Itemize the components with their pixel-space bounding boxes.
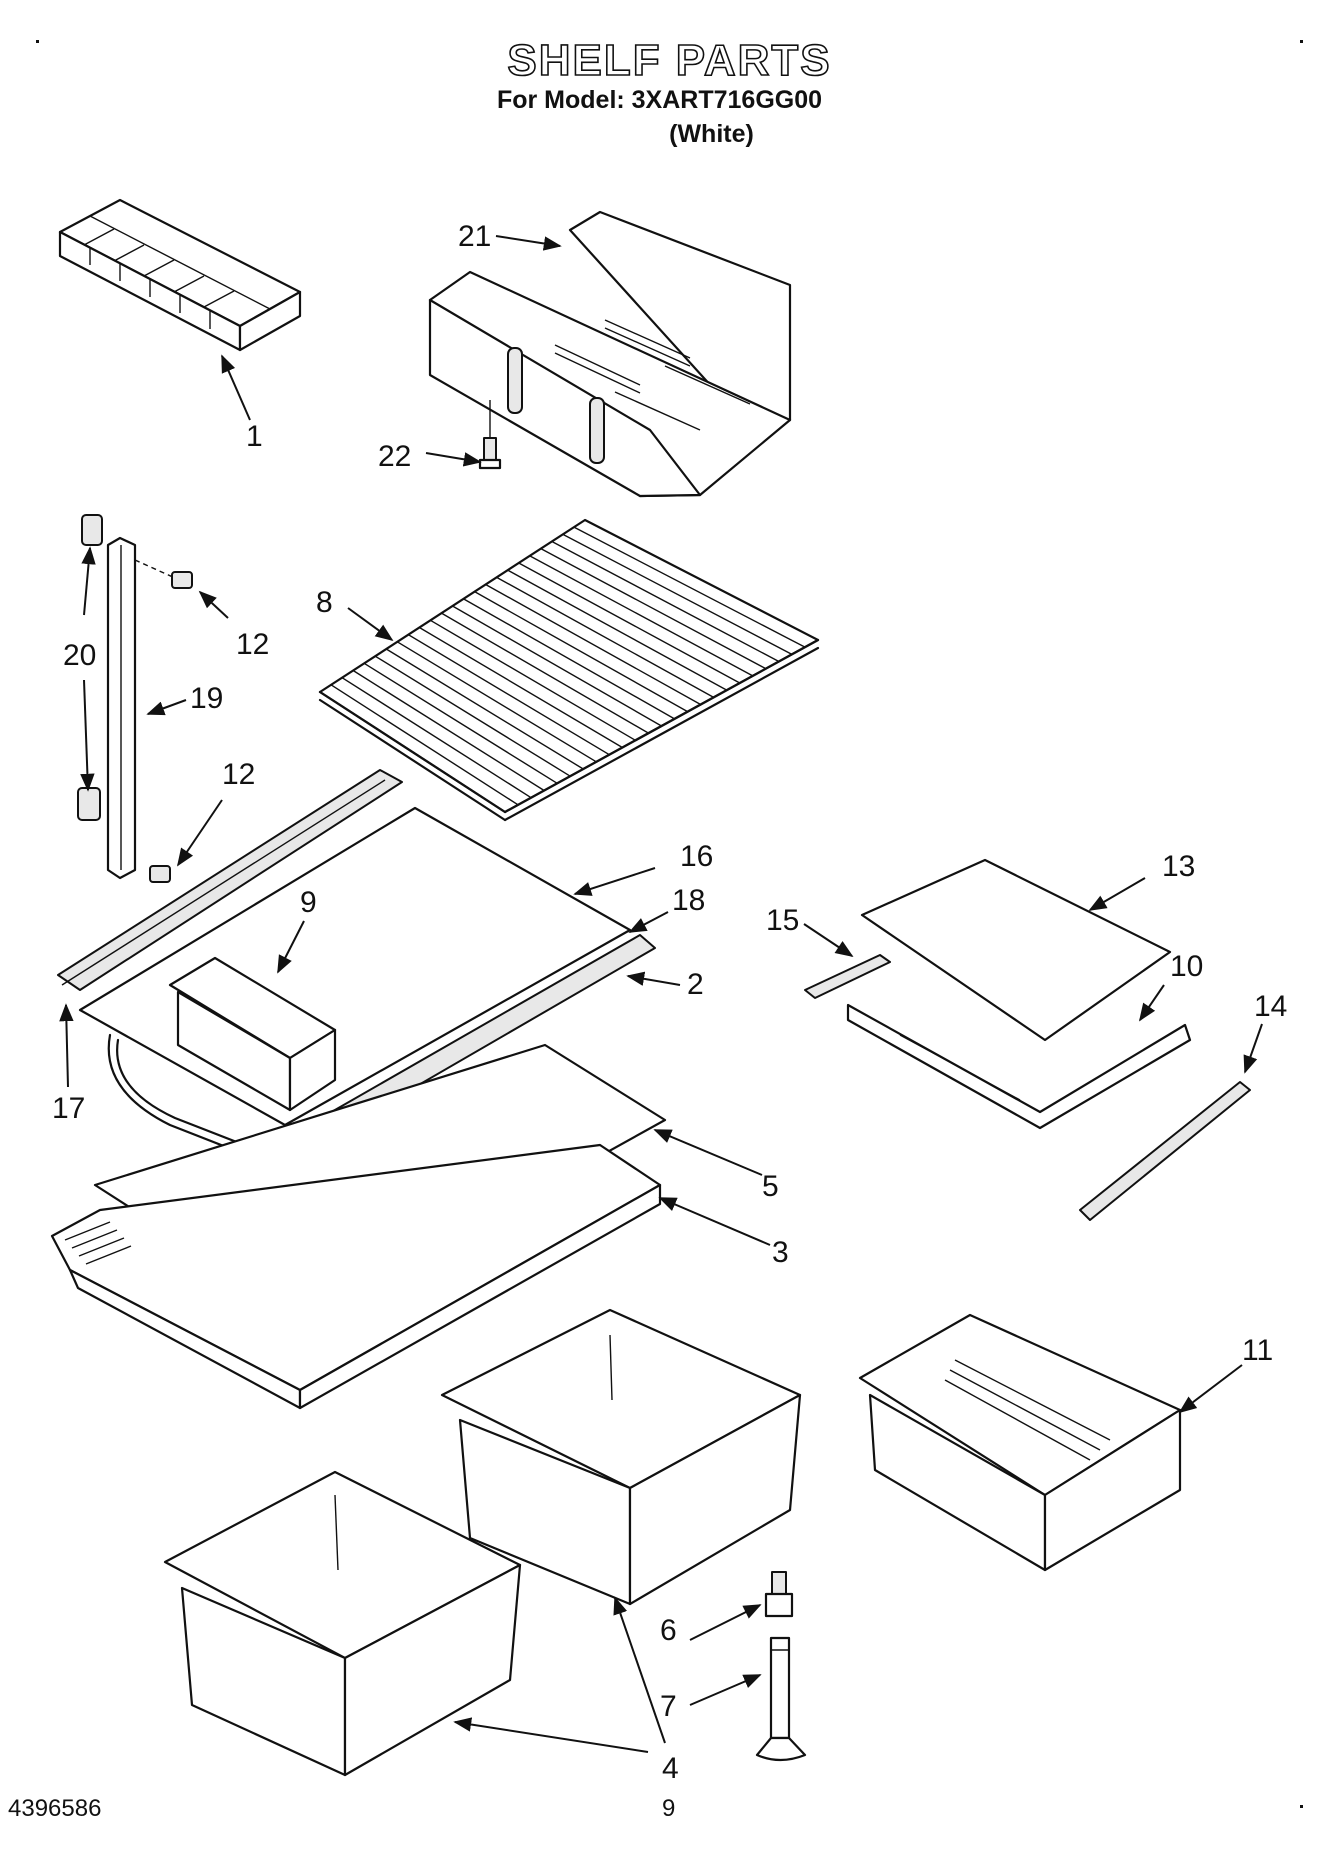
callout-20: 20	[63, 639, 96, 672]
wire-rod	[430, 619, 636, 741]
callout-1: 1	[246, 420, 263, 453]
wire-rod	[385, 648, 584, 770]
corner-mark	[36, 40, 39, 43]
wire-rod	[419, 626, 623, 749]
wire-rod	[363, 662, 558, 784]
wire-rod	[330, 684, 519, 806]
callout-3: 3	[772, 1236, 789, 1269]
callout-13: 13	[1162, 850, 1195, 883]
corner-mark	[1300, 40, 1303, 43]
callout-9: 9	[300, 886, 317, 919]
page-title: SHELF PARTS	[507, 35, 832, 86]
wire-rod	[507, 569, 728, 691]
small-bin-part	[168, 956, 337, 1112]
wire-rod	[496, 576, 715, 698]
wire-shelf-part	[318, 518, 820, 822]
front-trim-part	[57, 769, 403, 991]
wire-rod	[584, 519, 819, 641]
corner-mark	[1300, 1805, 1303, 1808]
wire-rod	[562, 533, 793, 655]
meat-drawer-part	[858, 1313, 1182, 1572]
screw-part	[478, 400, 502, 470]
callout-5: 5	[762, 1170, 779, 1203]
callout-8: 8	[316, 586, 333, 619]
callout-15: 15	[766, 904, 799, 937]
callout-arrows	[59, 235, 1263, 1753]
callout-2: 2	[687, 968, 704, 1001]
callout-17: 17	[52, 1092, 85, 1125]
wire-rod	[474, 591, 688, 713]
wire-rod	[441, 612, 649, 734]
shelf-support-part	[77, 514, 193, 883]
callout-16: 16	[680, 840, 713, 873]
wire-rod	[407, 634, 610, 756]
callout-labels: 1 21 22 8 12 20 19 12 16 18 9 2 17 5 3 1…	[52, 220, 1287, 1785]
callout-19: 19	[190, 682, 223, 715]
wire-rod	[551, 540, 780, 663]
color-label: (White)	[669, 120, 754, 148]
wire-rod	[485, 583, 701, 706]
model-label: For Model: 3XART716GG00	[496, 86, 823, 114]
wire-rod	[374, 655, 571, 777]
callout-10: 10	[1170, 950, 1203, 983]
callout-18: 18	[672, 884, 705, 917]
document-number: 4396586	[8, 1795, 102, 1822]
wire-rod	[518, 562, 741, 684]
wire-rod	[341, 677, 532, 799]
leveling-leg-part	[755, 1571, 807, 1762]
wire-rod	[573, 526, 806, 648]
callout-22: 22	[378, 440, 411, 473]
crisper-drawer-part	[440, 1308, 802, 1606]
callout-21: 21	[458, 220, 491, 253]
wire-rod	[452, 605, 662, 727]
crisper-frame-part	[50, 1143, 662, 1410]
callout-4: 4	[662, 1752, 679, 1785]
callout-14: 14	[1254, 990, 1287, 1023]
freezer-shelf-part	[428, 210, 792, 498]
wire-rod	[396, 641, 597, 763]
small-glass-shelf-part	[860, 858, 1172, 1042]
wire-rod	[540, 548, 767, 670]
callout-12a: 12	[236, 628, 269, 661]
page-number: 9	[662, 1795, 676, 1822]
callout-6: 6	[660, 1614, 677, 1647]
callout-12b: 12	[222, 758, 255, 791]
callout-7: 7	[660, 1690, 677, 1723]
ice-tray-part	[58, 198, 302, 352]
callout-11: 11	[1242, 1334, 1273, 1367]
wire-rod	[463, 598, 675, 720]
right-frame-part	[804, 954, 1251, 1221]
crisper-drawer-part	[163, 1470, 522, 1777]
wire-rod	[529, 555, 754, 677]
wire-rod	[352, 669, 545, 792]
